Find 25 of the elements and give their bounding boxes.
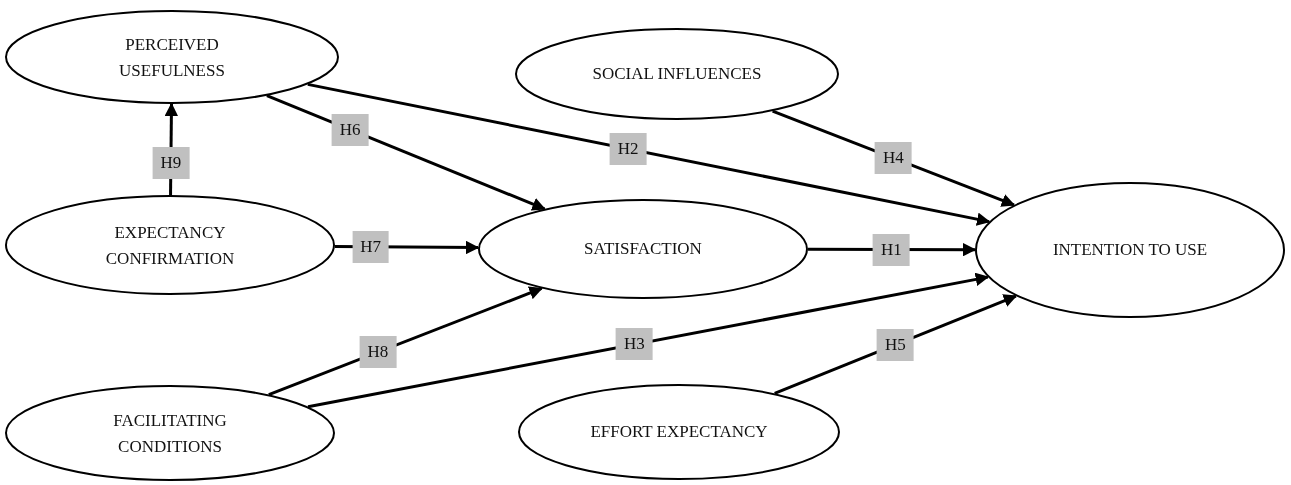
arrow [307,82,991,226]
edge-label: H2 [609,132,647,165]
ellipse-node [975,182,1285,318]
ellipse-node [5,10,339,104]
node-label: INTENTION TO USE [1051,239,1209,262]
edge-label: H4 [874,142,912,174]
edge-label: H5 [876,328,914,361]
edge-label: H1 [873,233,910,266]
edge-label: H8 [359,336,397,369]
arrow [307,272,990,409]
edge-label: H3 [615,328,653,361]
edge-label: H6 [331,113,369,146]
ellipse-node [518,384,840,480]
node-label: SOCIAL INFLUENCES [591,63,763,86]
node-label: EFFORT EXPECTANCY [589,421,769,444]
node-label: EXPECTANCY CONFIRMATION [104,221,236,269]
node-label: FACILITATING CONDITIONS [112,409,228,457]
ellipse-node [515,28,839,120]
ellipse-node [5,385,335,481]
ellipse-node [5,195,335,295]
ellipse-node [478,199,808,299]
edge-label: H9 [152,147,190,180]
edge-label: H7 [352,230,390,263]
node-label: SATISFACTION [583,238,703,261]
node-label: PERCEIVED USEFULNESS [118,33,226,81]
